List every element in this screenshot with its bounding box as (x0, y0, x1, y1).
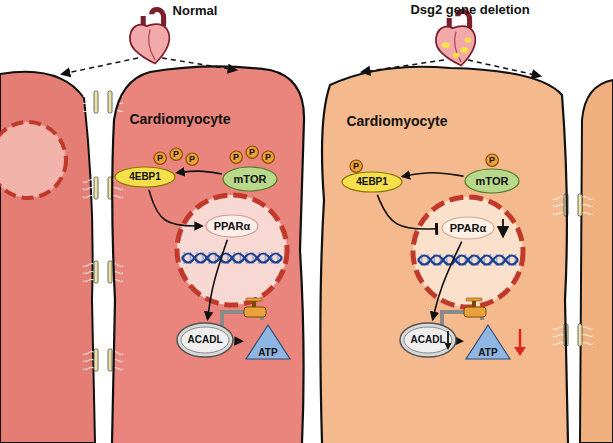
phospho-group: P (245, 145, 259, 159)
mitochondrion: ACADL (399, 322, 457, 358)
activation-arrow (459, 340, 462, 342)
atp-triangle: ATP (245, 324, 291, 360)
activation-arrow (402, 173, 463, 177)
molecule-label: P (233, 152, 239, 162)
panel-title: Dsg2 gene deletion (410, 2, 529, 17)
molecule-label: 4EBP1 (356, 176, 388, 188)
activation-arrow (236, 340, 242, 342)
protein-oval: 4EBP1 (114, 166, 176, 188)
molecule-label: P (265, 152, 271, 162)
molecule-label: P (249, 147, 255, 157)
molecule-label: ATP (478, 347, 497, 359)
protein-oval: mTOR (222, 166, 278, 192)
panel-title: Normal (173, 3, 218, 18)
activation-arrow (208, 240, 228, 319)
protein-oval: 4EBP1 (341, 171, 403, 193)
protein-oval: PPARα (205, 214, 259, 238)
molecule-label: P (189, 154, 195, 164)
molecule-label: 4EBP1 (129, 171, 161, 183)
phospho-group: P (229, 150, 243, 164)
cardiomyocyte-cell: Cardiomyocyte 4EBP1 PmTOR P PPARαACADL ATP (315, 58, 571, 443)
molecule-label: ACADL (411, 334, 446, 346)
activation-arrow (433, 242, 462, 320)
cell-name: Cardiomyocyte (129, 111, 230, 127)
molecule-label: PPARα (214, 220, 251, 233)
molecule-label: mTOR (234, 173, 267, 186)
activation-arrow (149, 190, 202, 226)
cell-name: Cardiomyocyte (346, 113, 447, 129)
molecule-label: P (173, 149, 179, 159)
atp-triangle: ATP (465, 324, 511, 360)
protein-oval: PPARα (441, 216, 495, 240)
phospho-group: P (153, 151, 167, 165)
phospho-group: P (185, 152, 199, 166)
phospho-group: P (261, 150, 275, 164)
phospho-group: P (169, 147, 183, 161)
cardiomyocyte-cell: Cardiomyocyte4EBP1PPPmTORPPPPPARαACADLAT… (110, 60, 308, 443)
activation-arrow (177, 171, 222, 174)
protein-oval: mTOR (464, 168, 520, 194)
phospho-group: P (485, 153, 499, 167)
molecule-label: PPARα (450, 222, 487, 235)
phospho-group: P (349, 159, 363, 173)
molecule-label: P (157, 153, 163, 163)
molecule-label: ACADL (188, 334, 223, 346)
molecule-label: mTOR (476, 175, 509, 188)
mitochondrion: ACADL (176, 322, 234, 358)
molecule-label: P (489, 155, 495, 165)
inhibition-line (377, 195, 437, 229)
molecule-label: P (353, 161, 359, 171)
molecule-label: ATP (258, 347, 277, 359)
